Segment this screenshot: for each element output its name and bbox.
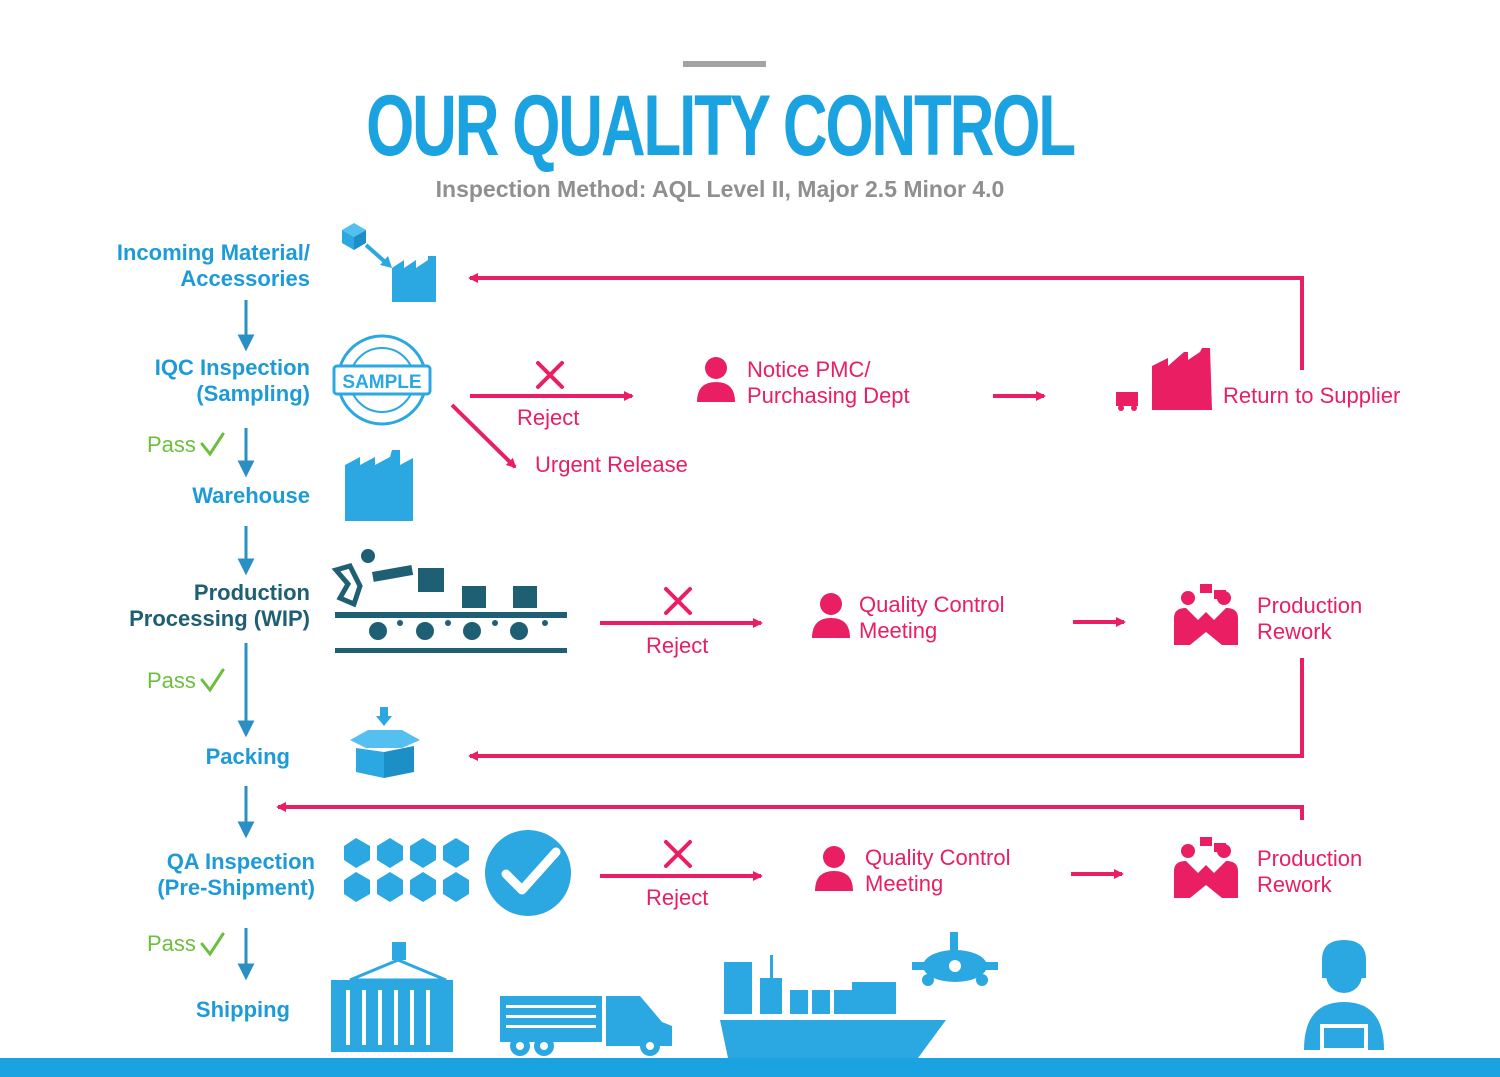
step-warehouse: Warehouse — [192, 483, 310, 508]
return-loop-to-incoming — [468, 273, 1304, 370]
rework-1-line2: Rework — [1257, 619, 1332, 644]
qc-meeting-label-qa: Quality Control Meeting — [865, 845, 1011, 897]
reject-label-production: Reject — [646, 633, 709, 658]
incoming-material-icon — [342, 223, 436, 302]
pass-check-icon-2 — [200, 668, 225, 693]
return-supplier-truck-icon — [1116, 392, 1138, 411]
rework-loop-to-packing — [468, 658, 1304, 761]
return-supplier-factory-icon — [1152, 348, 1212, 410]
sample-stamp-text: SAMPLE — [342, 372, 421, 393]
step-iqc-line1: IQC Inspection — [154, 355, 310, 380]
step-qa-inspection: QA Inspection (Pre-Shipment) — [40, 849, 315, 901]
step-shipping: Shipping — [195, 997, 290, 1022]
qc-meeting-label-production: Quality Control Meeting — [859, 592, 1005, 644]
notice-pmc-line1: Notice PMC/ — [747, 357, 871, 382]
step-iqc-line2: (Sampling) — [196, 381, 310, 406]
worker-laptop-icon — [1304, 940, 1384, 1050]
person-headset-icon-meeting-2 — [815, 846, 853, 891]
step-qa-line2: (Pre-Shipment) — [157, 875, 315, 900]
person-headset-icon-meeting-1 — [812, 593, 850, 638]
shipping-container-icon — [331, 942, 453, 1052]
qa-cubes-icon — [344, 838, 469, 902]
qc-meeting-qa-line1: Quality Control — [865, 845, 1011, 870]
rework-2-line2: Rework — [1257, 872, 1332, 897]
pass-check-icon-1 — [200, 432, 225, 457]
warehouse-factory-icon — [345, 450, 413, 521]
rework-loop-to-qa — [276, 802, 1304, 820]
packing-box-icon — [350, 707, 420, 778]
sample-stamp-icon: SAMPLE — [332, 334, 432, 426]
title-accent-bar — [683, 61, 766, 67]
pass-label-iqc: Pass — [147, 432, 196, 457]
notice-pmc-label: Notice PMC/ Purchasing Dept — [747, 357, 910, 409]
reject-label-qa: Reject — [646, 885, 709, 910]
qc-meeting-production-line1: Quality Control — [859, 592, 1005, 617]
step-production-line1: Production — [193, 580, 310, 605]
reject-x-icon-production — [664, 587, 692, 615]
qc-meeting-production-line2: Meeting — [859, 618, 938, 643]
reject-label-iqc: Reject — [517, 405, 580, 430]
delivery-truck-icon — [500, 996, 672, 1056]
qa-approved-check-icon — [485, 830, 571, 916]
rework-handshake-icon-1 — [1174, 584, 1238, 645]
step-incoming-material: Incoming Material/ Accessories — [40, 240, 310, 292]
step-incoming-line1: Incoming Material/ — [116, 240, 310, 265]
rework-handshake-icon-2 — [1174, 837, 1238, 898]
return-to-supplier-label: Return to Supplier — [1223, 383, 1401, 408]
step-incoming-line2: Accessories — [180, 266, 310, 291]
step-production-line2: Processing (WIP) — [129, 606, 310, 631]
notice-pmc-line2: Purchasing Dept — [747, 383, 910, 408]
cargo-ship-icon — [720, 955, 946, 1058]
production-rework-label-1: Production Rework — [1257, 593, 1362, 645]
pass-label-production: Pass — [147, 668, 196, 693]
reject-x-icon-iqc — [536, 361, 564, 389]
page-title: OUR QUALITY CONTROL — [366, 78, 1076, 174]
pass-check-icon-3 — [200, 932, 225, 957]
person-headset-icon-notice — [697, 357, 735, 402]
qc-meeting-qa-line2: Meeting — [865, 871, 944, 896]
step-packing: Packing — [205, 744, 290, 769]
production-rework-label-2: Production Rework — [1257, 846, 1362, 898]
urgent-release-label: Urgent Release — [535, 452, 688, 477]
production-line-icon — [331, 549, 567, 653]
airplane-icon — [912, 932, 998, 986]
rework-1-line1: Production — [1257, 593, 1363, 618]
rework-2-line1: Production — [1257, 846, 1363, 871]
page-subtitle: Inspection Method: AQL Level II, Major 2… — [435, 176, 1005, 202]
urgent-release-arrow — [450, 403, 517, 469]
step-production-processing: Production Processing (WIP) — [40, 580, 310, 632]
reject-x-icon-qa — [664, 840, 692, 868]
pass-label-qa: Pass — [147, 931, 196, 956]
vertical-flow-arrows — [237, 300, 255, 981]
bottom-accent-bar — [0, 1058, 1500, 1077]
step-qa-line1: QA Inspection — [166, 849, 315, 874]
step-iqc-inspection: IQC Inspection (Sampling) — [40, 355, 310, 407]
